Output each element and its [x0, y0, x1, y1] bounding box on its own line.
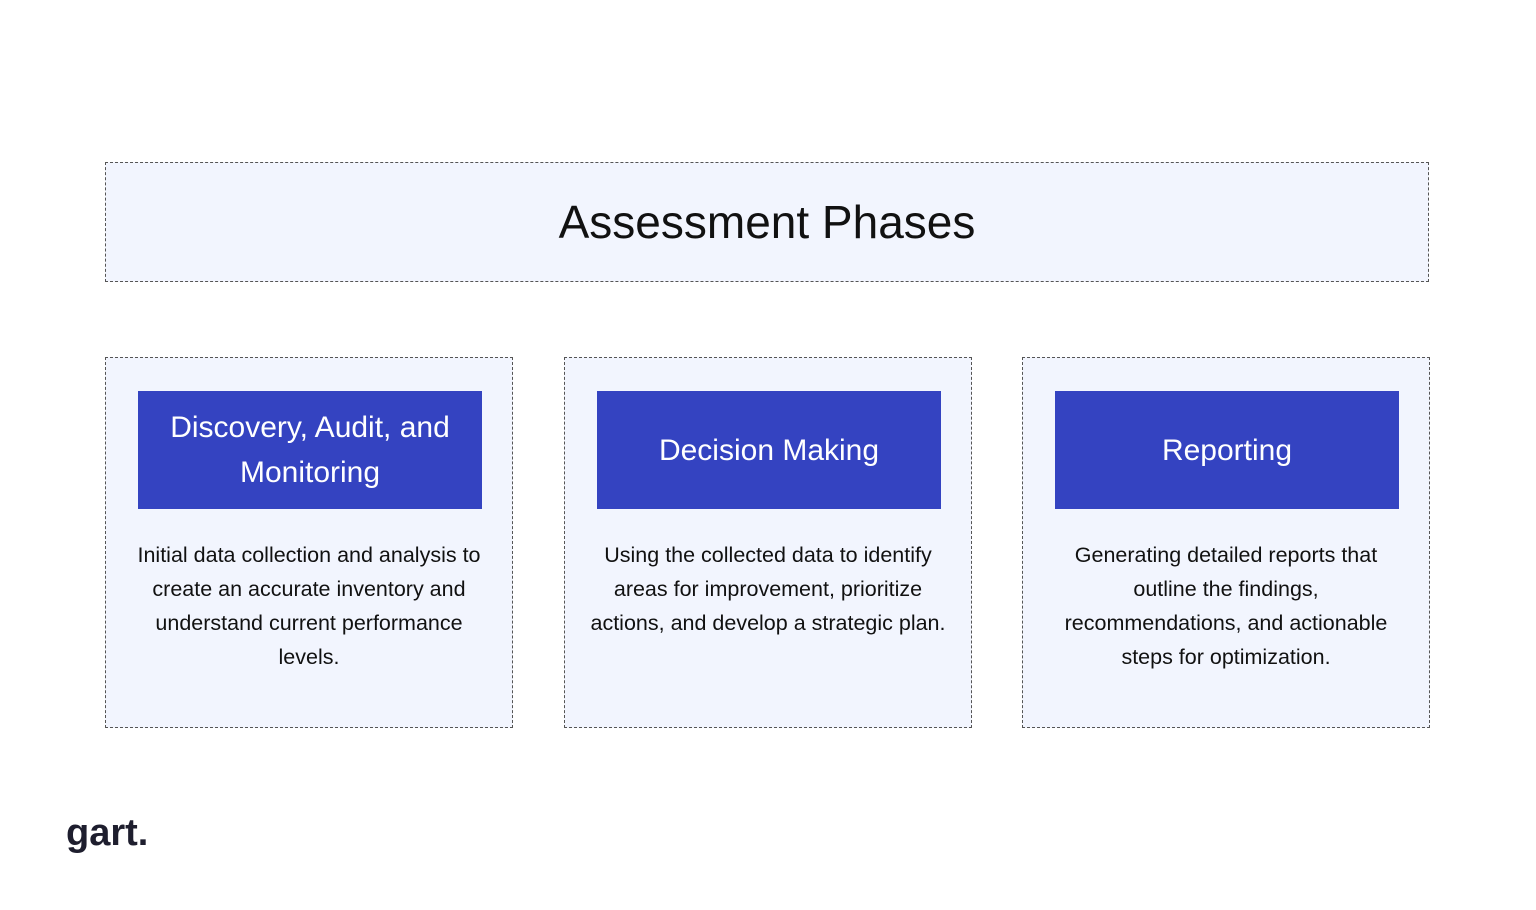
- phase-description: Using the collected data to identify are…: [590, 543, 946, 635]
- phase-heading: Reporting: [1055, 391, 1399, 509]
- phase-card-reporting: Reporting Generating detailed reports th…: [1022, 357, 1430, 728]
- phase-description: Generating detailed reports that outline…: [1064, 543, 1388, 669]
- phase-heading: Discovery, Audit, and Monitoring: [138, 391, 482, 509]
- phase-card-discovery: Discovery, Audit, and Monitoring Initial…: [105, 357, 513, 728]
- phase-description: Initial data collection and analysis to …: [137, 543, 481, 669]
- gart-logo: gart.: [66, 812, 149, 854]
- diagram-title: Assessment Phases: [558, 196, 976, 248]
- title-box: Assessment Phases: [105, 162, 1429, 282]
- phase-card-decision-making: Decision Making Using the collected data…: [564, 357, 972, 728]
- phase-heading: Decision Making: [597, 391, 941, 509]
